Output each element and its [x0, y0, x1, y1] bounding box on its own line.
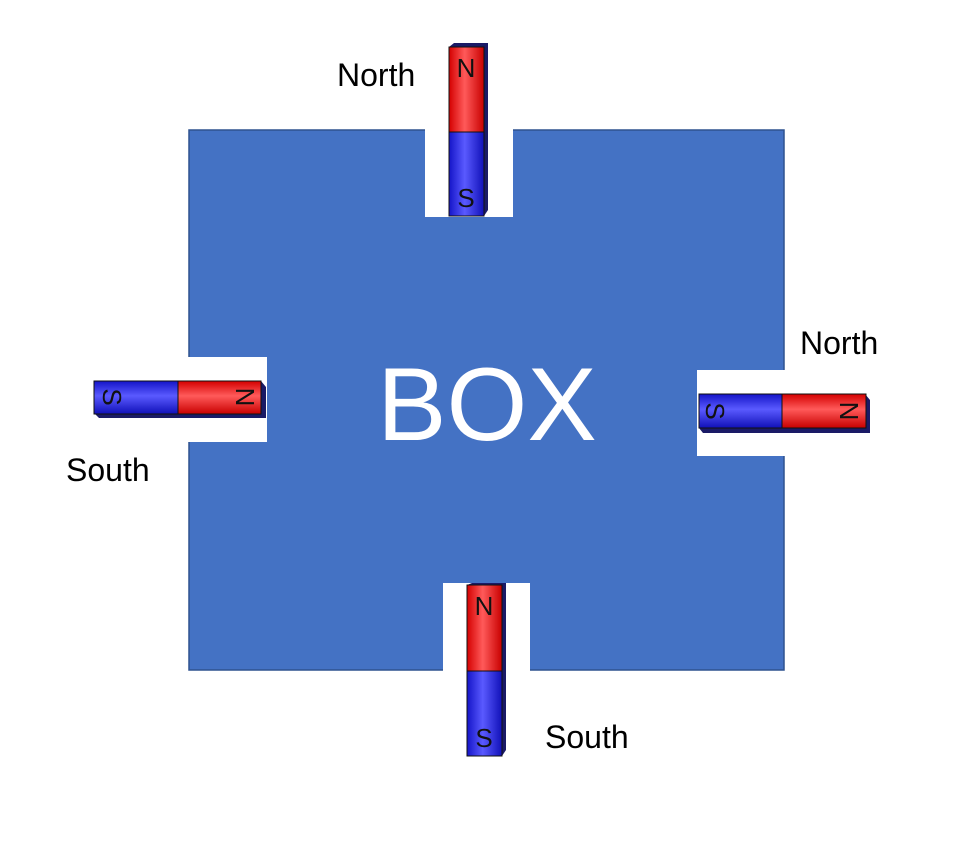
box: [188, 129, 785, 671]
bottom-magnet: N S: [466, 583, 506, 757]
left-magnet-north-pole: [177, 380, 262, 415]
bottom-magnet-south-letter: S: [475, 723, 492, 753]
left-magnet-south-letter: S: [97, 388, 127, 405]
bottom-magnet-north-pole: [466, 584, 503, 672]
top-magnet-south-letter: S: [457, 183, 474, 213]
bottom-magnet-caption: South: [545, 719, 629, 755]
top-magnet-north-letter: N: [457, 53, 476, 83]
right-magnet-south-letter: S: [700, 402, 730, 419]
bottom-magnet-south-pole: [466, 670, 503, 757]
left-magnet-caption: South: [66, 452, 150, 488]
top-magnet-south-pole: [448, 131, 485, 217]
right-magnet-north-letter: N: [834, 402, 864, 421]
right-magnet-south-pole: [698, 393, 783, 429]
box-label: BOX: [377, 347, 597, 463]
left-magnet-north-letter: N: [230, 388, 260, 407]
right-magnet: S N: [698, 393, 870, 433]
left-magnet: S N: [93, 380, 266, 418]
left-magnet-south-pole: [93, 380, 179, 415]
top-magnet-caption: North: [337, 57, 415, 93]
right-magnet-caption: North: [800, 325, 878, 361]
top-magnet-north-pole: [448, 46, 485, 133]
right-magnet-north-pole: [781, 393, 867, 429]
bottom-magnet-north-letter: N: [475, 591, 494, 621]
top-magnet: N S: [448, 43, 488, 217]
